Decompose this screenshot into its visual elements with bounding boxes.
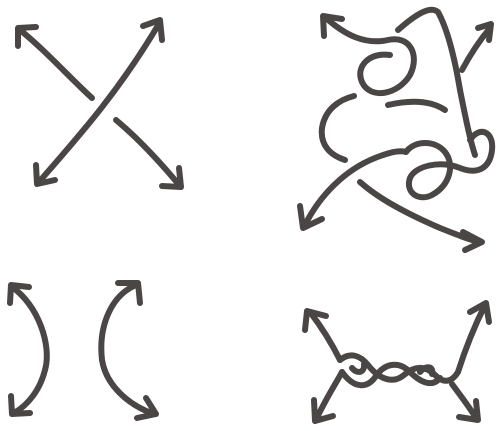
twist-left-up xyxy=(310,312,340,360)
over-strand xyxy=(38,22,160,183)
twist-right-up xyxy=(458,305,485,372)
under-strand-lower xyxy=(116,120,180,186)
under-strand-upper xyxy=(20,30,92,98)
left-arc xyxy=(12,287,47,413)
panel-crossing xyxy=(18,20,181,187)
panel-twisted-strands xyxy=(305,303,489,421)
tangle-strand-2 xyxy=(398,10,475,155)
right-arc xyxy=(101,285,154,414)
tangle-strand-3b xyxy=(388,102,445,110)
panel-uncrossed-arcs xyxy=(10,283,156,418)
tangle-strand-4 xyxy=(305,151,406,225)
tangle-strand-2b xyxy=(462,28,490,70)
tangle-strand-5 xyxy=(406,132,492,197)
panel-complex-tangle xyxy=(300,10,492,250)
tangle-strand-3 xyxy=(322,96,354,160)
twist-right-down xyxy=(452,384,476,418)
twist-left-down xyxy=(316,372,342,420)
